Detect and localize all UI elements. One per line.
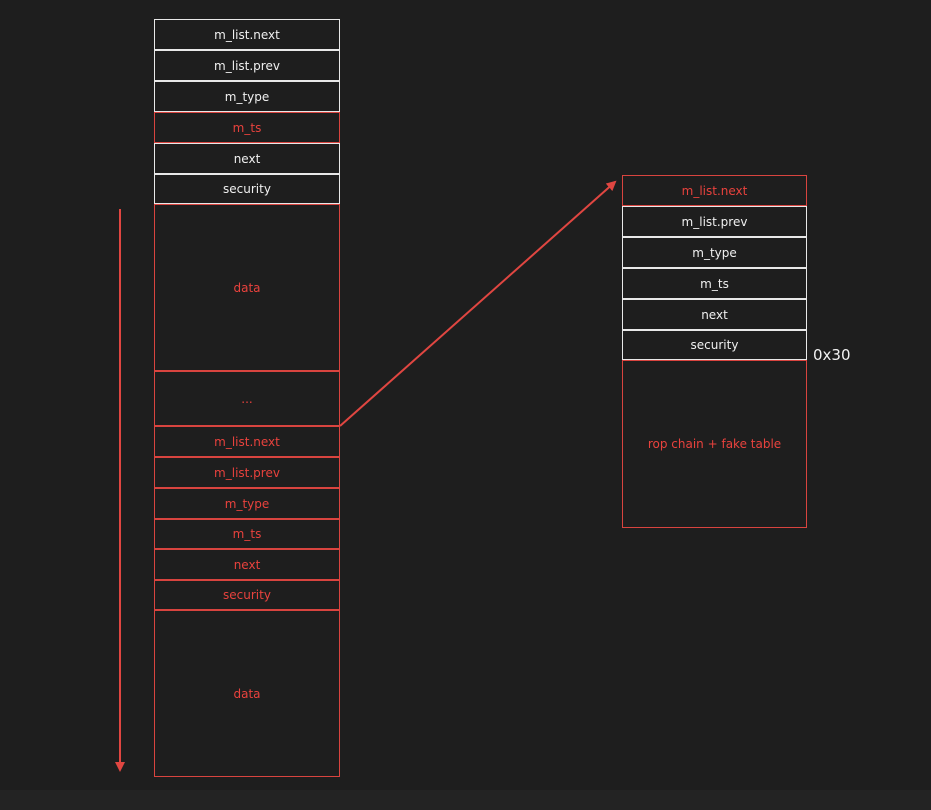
left-cell-ellipsis: ... (154, 371, 340, 426)
left-cell-m-ts: m_ts (154, 112, 340, 143)
left-cell-m-list-prev: m_list.prev (154, 50, 340, 81)
left-cell-m-list-next: m_list.next (154, 19, 340, 50)
right-cell-rop-chain: rop chain + fake table (622, 360, 807, 528)
offset-label: 0x30 (813, 346, 851, 364)
left-cell-m-list-next-2: m_list.next (154, 426, 340, 457)
pointer-arrow (339, 180, 617, 427)
left-cell-m-type-2: m_type (154, 488, 340, 519)
bottom-strip (0, 790, 931, 810)
left-cell-data: data (154, 204, 340, 371)
left-cell-next-2: next (154, 549, 340, 580)
left-cell-m-list-prev-2: m_list.prev (154, 457, 340, 488)
right-cell-m-type: m_type (622, 237, 807, 268)
right-cell-m-list-next: m_list.next (622, 175, 807, 206)
right-cell-next: next (622, 299, 807, 330)
right-cell-m-list-prev: m_list.prev (622, 206, 807, 237)
right-cell-m-ts: m_ts (622, 268, 807, 299)
right-cell-security: security (622, 330, 807, 360)
left-cell-security: security (154, 174, 340, 204)
left-cell-security-2: security (154, 580, 340, 610)
left-cell-m-ts-2: m_ts (154, 519, 340, 549)
left-cell-data-2: data (154, 610, 340, 777)
left-cell-next: next (154, 143, 340, 174)
left-cell-m-type: m_type (154, 81, 340, 112)
